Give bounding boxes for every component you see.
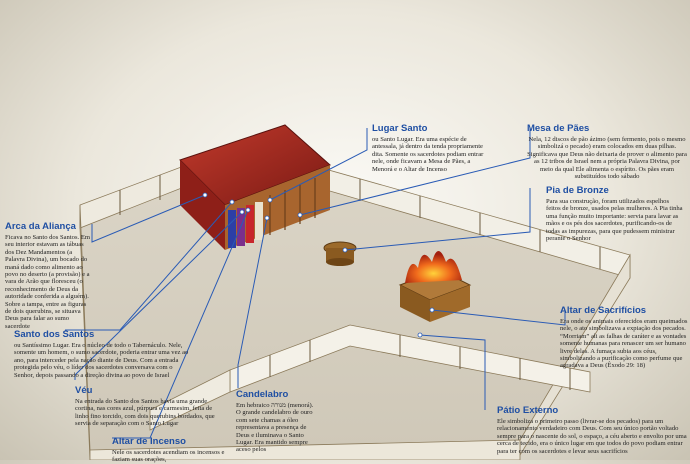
- leader-lugar-santo: [269, 128, 368, 201]
- patio-externo-title: Pátio Externo: [497, 405, 559, 416]
- mesa-de-paes-text: Nela, 12 discos de pão ázimo (sem fermen…: [527, 136, 687, 181]
- altar-de-sacrificios-text: Era onde os animais oferecidos eram quei…: [560, 318, 688, 370]
- pia-de-bronze-text: Para sua construção, foram utilizados es…: [546, 198, 683, 243]
- sacrifice-altar-fire-icon: [398, 251, 472, 322]
- label-arca-da-alianca: Arca da Aliança Ficava no Santo dos Sant…: [5, 222, 93, 330]
- leader-santo-dos-santos: [65, 201, 233, 331]
- veu-title: Véu: [75, 385, 93, 396]
- leader-mesa-de-paes: [299, 128, 531, 216]
- label-lugar-santo: Lugar Santo ou Santo Lugar. Era uma espé…: [372, 124, 490, 173]
- lugar-santo-text: ou Santo Lugar. Era uma espécie de antes…: [372, 136, 484, 173]
- leader-lines: [65, 128, 566, 439]
- altar-de-sacrificios-title: Altar de Sacrifícios: [560, 305, 647, 316]
- leader-pia-de-bronze: [344, 188, 531, 251]
- label-veu: Véu Na entrada do Santo dos Santos havia…: [75, 386, 223, 428]
- label-pia-de-bronze: Pia de Bronze Para sua construção, foram…: [546, 185, 684, 243]
- candelabro-text: Em hebraico מנורה (menorá). O grande can…: [236, 402, 314, 454]
- label-altar-de-sacrificios: Altar de Sacrifícios Era onde os animais…: [560, 306, 688, 370]
- arca-da-alianca-title: Arca da Aliança: [5, 221, 76, 232]
- mesa-de-paes-title: Mesa de Pães: [527, 123, 590, 134]
- altar-de-incenso-text: Nele os sacerdotes acendiam os incensos …: [112, 449, 225, 464]
- veu-text: Na entrada do Santo dos Santos havia uma…: [75, 398, 215, 428]
- santo-dos-santos-text: ou Santíssimo Lugar. Era o núcleo de tod…: [14, 342, 189, 379]
- label-candelabro: Candelabro Em hebraico מנורה (menorá). O…: [236, 390, 314, 454]
- label-patio-externo: Pátio Externo Ele simboliza o primeiro p…: [497, 406, 687, 455]
- altar-de-incenso-title: Altar de Incenso: [112, 436, 186, 447]
- leader-altar-incenso: [112, 209, 249, 439]
- bronze-laver-icon: [323, 241, 357, 266]
- leader-arca: [91, 194, 206, 243]
- santo-dos-santos-title: Santo dos Santos: [14, 329, 95, 340]
- leader-veu: [74, 211, 243, 380]
- leader-altar-sacrificios: [431, 309, 566, 326]
- patio-externo-text: Ele simboliza o primeiro passo (livrar-s…: [497, 418, 687, 455]
- lugar-santo-title: Lugar Santo: [372, 123, 428, 134]
- label-santo-dos-santos: Santo dos Santos ou Santíssimo Lugar. Er…: [14, 330, 194, 379]
- arca-da-alianca-text: Ficava no Santo dos Santos. Em seu inter…: [5, 234, 90, 330]
- leader-patio: [419, 334, 486, 410]
- pia-de-bronze-title: Pia de Bronze: [546, 185, 609, 196]
- leader-candelabro: [237, 217, 268, 388]
- label-mesa-de-paes: Mesa de Pães Nela, 12 discos de pão ázim…: [527, 123, 687, 181]
- candelabro-title: Candelabro: [236, 389, 289, 400]
